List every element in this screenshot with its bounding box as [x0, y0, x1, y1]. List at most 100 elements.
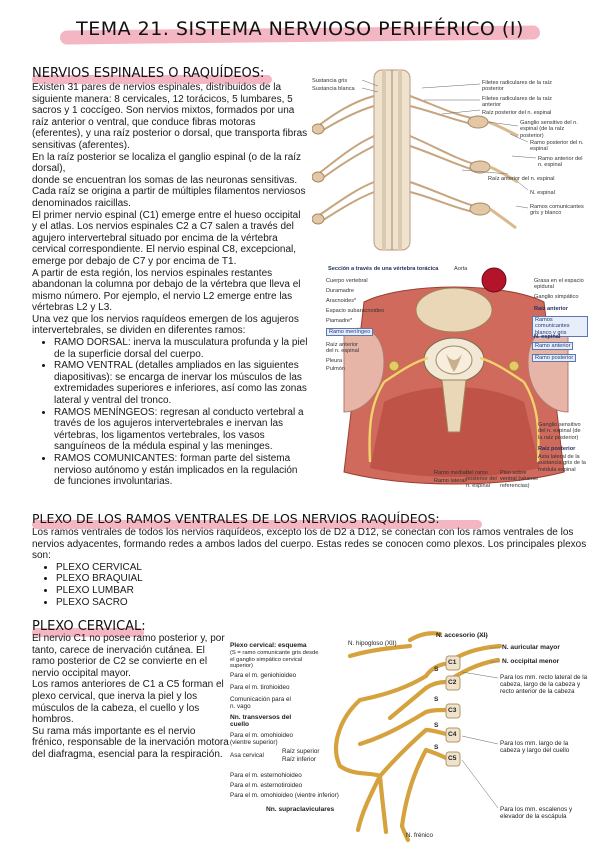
spinal-roots-figure: Sustancia gris Sustancia blanca Filetes …: [311, 66, 588, 254]
s3-paragraph: El nervio C1 no posee ramo posterior y, …: [32, 633, 225, 679]
fig1-label-right: Ramo anterior del n. espinal: [538, 156, 583, 169]
fig3-root-label: C4: [448, 731, 457, 738]
fig3-label-left: Para el m. omohioideo (vientre inferior): [230, 792, 339, 799]
page-title: TEMA 21. SISTEMA NERVIOSO PERIFÉRICO (I): [76, 18, 524, 40]
fig2-label-right: Ganglio sensitivo del n. espinal (de la …: [538, 422, 581, 441]
fig3-label-left: Para el m. geniohioideo: [230, 672, 297, 679]
fig2-label-right: Asta lateral de la sustancia gris de la …: [538, 454, 586, 473]
list-item: RAMOS MENÍNGEOS: regresan al conducto ve…: [54, 407, 308, 453]
fig3-label-right: Para los mm. escalenos y elevador de la …: [500, 806, 573, 821]
fig3-label-left: Nn. transversos del cuello: [230, 714, 292, 729]
s2-bullet-list: PLEXO CERVICAL PLEXO BRAQUIAL PLEXO LUMB…: [32, 562, 588, 608]
fig3-root-label: C1: [448, 659, 457, 666]
section1-highlight: [32, 75, 272, 84]
fig2-label-right-boxed: Ramo anterior: [532, 342, 574, 351]
fig3-label-right: Para los mm. recto lateral de la cabeza,…: [500, 674, 588, 696]
fig3-label-left: Raíz inferior: [282, 756, 316, 763]
fig1-label-left: Sustancia blanca: [312, 86, 355, 92]
fig2-label-left: Espacio subaracnoideo: [326, 308, 385, 314]
s1-paragraph: Cada raíz se origina a partir de múltipl…: [32, 186, 306, 209]
cervical-plexus-figure: Plexo cervical: esquema (S = ramo comuni…: [230, 626, 590, 844]
list-item: PLEXO CERVICAL: [56, 562, 588, 574]
fig2-label-left: Duramadre: [326, 288, 354, 294]
fig1-label-right: Ramo posterior del n. espinal: [530, 140, 584, 153]
fig3-label-left: Nn. supraclaviculares: [266, 806, 335, 813]
vertebra-section-figure: Sección a través de una vértebra torácic…: [324, 262, 588, 490]
fig2-label-bottom: del ramo posterior del n. espinal: [466, 470, 497, 489]
fig2-label-right-boxed: Ramos comunicantes blanco y gris: [532, 316, 588, 338]
list-item: RAMO VENTRAL (detalles ampliados en las …: [54, 360, 308, 406]
list-item: PLEXO SACRO: [56, 597, 588, 609]
vertebra-section-illustration: [324, 262, 588, 490]
s3-paragraph: Los ramos anteriores de C1 a C5 forman e…: [32, 679, 224, 726]
fig3-s-label: S: [434, 666, 439, 673]
section3-heading: PLEXO CERVICAL:: [32, 619, 146, 634]
s1-paragraph: Existen 31 pares de nervios espinales, d…: [32, 82, 308, 151]
s1-bullet-list: RAMO DORSAL: inerva la musculatura profu…: [32, 337, 308, 488]
fig3-label-left: Comunicación para el n. vago: [230, 696, 291, 711]
fig3-label-top: N. hipogloso (XII): [348, 640, 397, 647]
fig3-subtitle: (S = ramo comunicante gris desde el gang…: [230, 650, 319, 670]
fig1-label-right: Ramos comunicantes gris y blanco: [530, 204, 584, 217]
fig2-label-right: Grasa en el espacio epidural: [534, 278, 584, 291]
fig2-label-right-boxed: Ramo posterior: [532, 354, 577, 363]
fig2-label-bottom: Ramo lateral: [434, 478, 466, 484]
s1-paragraph: El primer nervio espinal (C1) emerge ent…: [32, 209, 301, 267]
fig3-s-label: S: [434, 744, 439, 751]
fig2-label-left-boxed: Ramo meníngeo: [326, 328, 374, 337]
section1-body: Existen 31 pares de nervios espinales, d…: [32, 82, 308, 488]
section1-heading: NERVIOS ESPINALES O RAQUÍDEOS:: [32, 66, 265, 81]
fig3-label-top: N. auricular mayor: [502, 644, 560, 651]
fig3-label-top: N. accesorio (XI): [436, 632, 488, 639]
fig1-label-right: Ganglio sensitivo del n. espinal (de la …: [520, 120, 578, 139]
fig1-label-right: Raíz posterior del n. espinal: [482, 110, 552, 116]
section3-highlight: [32, 628, 144, 637]
fig3-label-left: Raíz superior: [282, 748, 320, 755]
fig1-label-right: Raíz anterior del n. espinal: [488, 176, 555, 182]
fig3-label-left: Para el m. esternotiroideo: [230, 782, 303, 789]
list-item: RAMOS COMUNICANTES: forman parte del sis…: [54, 453, 308, 488]
fig2-label-right: Piso sobre ventral (véanse referencias): [500, 470, 539, 489]
fig2-label-left: Pulmón: [326, 366, 345, 372]
section2-highlight: [32, 520, 482, 529]
section2-body: Los ramos ventrales de todos los nervios…: [32, 527, 588, 608]
fig3-label-left: Para el m. omohioideo (vientre superior): [230, 732, 294, 747]
fig2-aorta-label: Aorta: [454, 266, 468, 272]
fig2-label-bottom: Ramo medial: [434, 470, 467, 476]
fig3-label-top: N. occipital menor: [502, 658, 560, 665]
s1-paragraph: En la raíz posterior se localiza el gang…: [32, 151, 302, 175]
s1-paragraph: A partir de esta región, los nervios esp…: [32, 267, 301, 314]
fig3-root-label: C2: [448, 679, 457, 686]
fig3-root-label: C3: [448, 707, 457, 714]
section3-body: El nervio C1 no posee ramo posterior y, …: [32, 633, 230, 761]
fig2-label-left: Cuerpo vertebral: [326, 278, 368, 284]
fig3-title: Plexo cervical: esquema: [230, 642, 307, 649]
fig1-label-right: Filetes radiculares de la raíz anterior: [482, 96, 552, 109]
fig2-label-left: Aracnoides*: [326, 298, 357, 304]
fig3-label-left: Para el m. tirohioideo: [230, 684, 290, 691]
list-item: RAMO DORSAL: inerva la musculatura profu…: [54, 337, 308, 360]
fig2-label-right: Raíz anterior: [534, 306, 568, 312]
fig2-header: Sección a través de una vértebra torácic…: [328, 266, 439, 272]
cervical-plexus-illustration: [230, 626, 590, 844]
fig2-label-left: Pleura: [326, 358, 343, 364]
s3-paragraph: Su rama más importante es el nervio frén…: [32, 725, 229, 760]
fig3-label-left: Para el m. esternohioideo: [230, 772, 302, 779]
fig3-s-label: S: [434, 722, 439, 729]
fig3-label-left: Asa cervical: [230, 752, 264, 759]
fig2-label-right: Ganglio simpático: [534, 294, 579, 300]
fig3-phrenic-label: N. frénico: [406, 832, 433, 839]
fig1-label-left: Sustancia gris: [312, 78, 348, 84]
fig3-label-right: Para los mm. largo de la cabeza y largo …: [500, 740, 570, 755]
fig1-label-right: Filetes radiculares de la raíz posterior: [482, 80, 552, 93]
fig2-label-right: N. espinal: [534, 334, 561, 340]
fig1-label-right: N. espinal: [530, 190, 555, 196]
list-item: PLEXO LUMBAR: [56, 585, 588, 597]
fig3-s-label: S: [434, 696, 439, 703]
list-item: PLEXO BRAQUIAL: [56, 573, 588, 585]
s1-paragraph: donde se encuentran los somas de las neu…: [32, 174, 298, 186]
s2-paragraph: Los ramos ventrales de todos los nervios…: [32, 527, 587, 562]
section2-heading: PLEXO DE LOS RAMOS VENTRALES DE LOS NERV…: [32, 511, 440, 526]
s1-paragraph: Una vez que los nervios raquídeos emerge…: [32, 313, 299, 337]
fig3-root-label: C5: [448, 755, 457, 762]
